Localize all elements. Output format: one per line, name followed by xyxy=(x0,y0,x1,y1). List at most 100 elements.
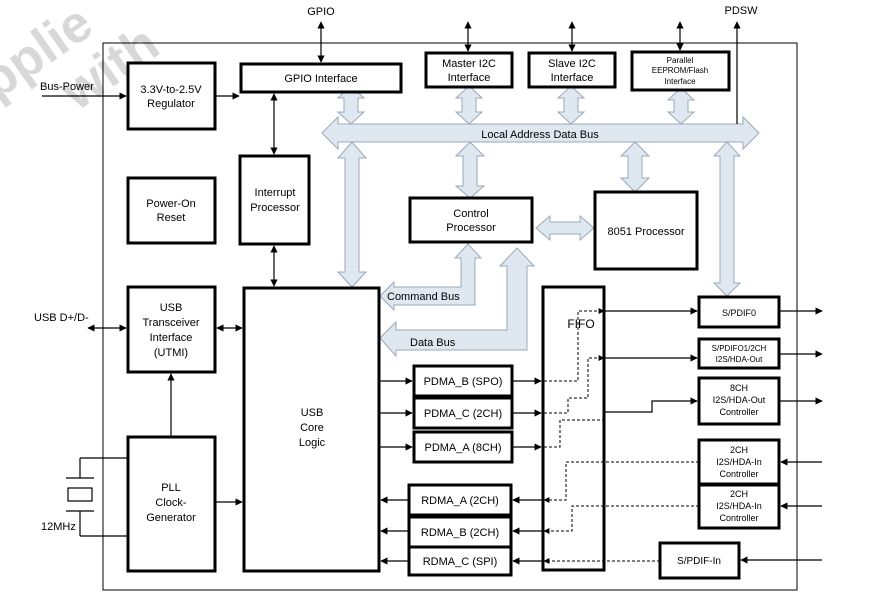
out8ch-label-2: I2S/HDA-Out xyxy=(713,395,766,405)
spdif0-block xyxy=(697,295,781,329)
fifo-route-spdif0 xyxy=(544,308,605,382)
regulator-label-2: Regulator xyxy=(147,98,195,110)
interrupt-label-2: Processor xyxy=(250,202,300,214)
usb-core-label-3: Logic xyxy=(299,437,326,449)
slave-i2c-label-2: Interface xyxy=(551,72,594,84)
gpio-label: GPIO xyxy=(307,6,335,18)
slave-i2c-label-1: Slave I2C xyxy=(548,58,596,70)
spdif12-label-1: S/PDIFO1/2CH xyxy=(712,344,767,353)
power-on-reset-label-1: Power-On xyxy=(146,198,196,210)
command-bus-label: Command Bus xyxy=(387,291,460,303)
eeprom-label-2: EEPROM/Flash xyxy=(652,66,708,75)
in2ch-2-block xyxy=(697,483,781,530)
out8ch-label-1: 8CH xyxy=(730,383,748,393)
in2ch-2-label-2: I2S/HDA-In xyxy=(716,501,762,511)
spdif0-label: S/PDIF0 xyxy=(722,308,756,318)
master-i2c-block xyxy=(424,51,514,89)
in2ch-2-label-1: 2CH xyxy=(730,489,748,499)
pll-block xyxy=(126,435,217,573)
pdma-a-label: PDMA_A (8CH) xyxy=(424,442,501,454)
rdma-c-label: RDMA_C (SPI) xyxy=(423,556,498,568)
slave-i2c-block xyxy=(527,51,617,89)
gpio-interface-block xyxy=(239,62,403,94)
proc8051-label: 8051 Processor xyxy=(607,226,684,238)
eeprom-label-1: Parallel xyxy=(667,56,694,65)
spdif12-block xyxy=(697,337,781,370)
slave-i2c-bus-link xyxy=(556,85,586,125)
eeprom-interface-block xyxy=(630,50,731,92)
data-bus xyxy=(379,247,536,358)
control-8051-link xyxy=(535,214,595,242)
rdma-c-block xyxy=(407,545,513,577)
clock-label: 12MHz xyxy=(41,521,76,533)
in2ch-1-label-2: I2S/HDA-In xyxy=(716,457,762,467)
gpio-bus-link xyxy=(336,85,366,125)
eeprom-bus-link xyxy=(666,87,696,125)
fifo-label: FIFO xyxy=(567,317,594,331)
pdma-a-block xyxy=(412,430,514,464)
eeprom-label-3: Interface xyxy=(664,77,696,86)
master-i2c-label-1: Master I2C xyxy=(442,58,496,70)
fifo-route-out8ch xyxy=(544,412,605,448)
master-i2c-bus-link xyxy=(454,85,484,125)
control-label-1: Control xyxy=(453,208,488,220)
rdma-a-block xyxy=(407,483,513,517)
pll-label-2: Clock- xyxy=(155,497,187,509)
local-bus-label: Local Address Data Bus xyxy=(481,129,599,141)
pdsw-label: PDSW xyxy=(725,5,759,17)
rdma-b-label: RDMA_B (2CH) xyxy=(421,527,499,539)
usb-transceiver-block xyxy=(126,285,217,374)
rdma-a-label: RDMA_A (2CH) xyxy=(421,495,499,507)
usb-xcvr-label-1: USB xyxy=(160,302,183,314)
fifo-block xyxy=(541,285,606,572)
data-bus-label: Data Bus xyxy=(410,337,456,349)
in2ch-2-label-3: Controller xyxy=(719,513,758,523)
control-bus-link xyxy=(454,141,486,199)
power-on-reset-label-2: Reset xyxy=(157,212,186,224)
pdma-b-label: PDMA_B (SPO) xyxy=(424,376,503,388)
in2ch-1-label-1: 2CH xyxy=(730,445,748,455)
fifo-out8ch-arrow xyxy=(604,397,698,413)
spdif12-label-2: I2S/HDA-Out xyxy=(716,355,763,364)
out8ch-block xyxy=(697,376,781,426)
pll-label-3: Generator xyxy=(146,512,196,524)
control-label-2: Processor xyxy=(446,222,496,234)
master-i2c-label-2: Interface xyxy=(448,72,491,84)
out8ch-label-3: Controller xyxy=(719,407,758,417)
power-on-reset-block xyxy=(126,176,217,245)
pdma-c-block xyxy=(412,396,514,430)
spdif-in-label: S/PDIF-In xyxy=(677,556,721,567)
spdif0-bus-link xyxy=(712,141,742,297)
proc8051-bus-link xyxy=(619,141,651,193)
in2ch-1-label-3: Controller xyxy=(719,469,758,479)
regulator-label-1: 3.3V-to-2.5V xyxy=(140,84,202,96)
proc8051-block xyxy=(593,190,699,271)
usb-xcvr-label-2: Transceiver xyxy=(142,317,199,329)
usbcore-bus-link xyxy=(336,141,368,288)
local-address-data-bus xyxy=(321,115,760,151)
rdma-b-block xyxy=(407,515,513,549)
usb-xcvr-label-3: Interface xyxy=(150,332,193,344)
control-processor-block xyxy=(408,196,534,244)
chip-outline xyxy=(102,42,798,591)
crystal-icon xyxy=(66,457,128,537)
block-labels: 3.3V-to-2.5V Regulator GPIO Interface Ma… xyxy=(140,56,766,568)
pll-label-1: PLL xyxy=(161,482,181,494)
interrupt-label-1: Interrupt xyxy=(255,187,296,199)
fifo-route-spdif12 xyxy=(544,355,605,414)
usb-dpdm-label: USB D+/D- xyxy=(34,312,89,324)
pdma-c-label: PDMA_C (2CH) xyxy=(424,408,502,420)
fifo-route-in2ch-2 xyxy=(543,505,699,534)
usb-core-label-2: Core xyxy=(300,422,324,434)
fifo-route-in2ch-1 xyxy=(543,461,699,503)
usb-xcvr-label-4: (UTMI) xyxy=(154,347,188,359)
usb-core-label-1: USB xyxy=(301,407,324,419)
gpio-interface-label: GPIO Interface xyxy=(284,73,357,85)
regulator-block xyxy=(126,61,217,131)
usb-core-logic-block xyxy=(242,286,381,573)
bus-power-label: Bus-Power xyxy=(40,81,94,93)
command-bus xyxy=(379,243,483,312)
pdma-b-block xyxy=(412,364,514,398)
interrupt-processor-block xyxy=(238,154,311,246)
